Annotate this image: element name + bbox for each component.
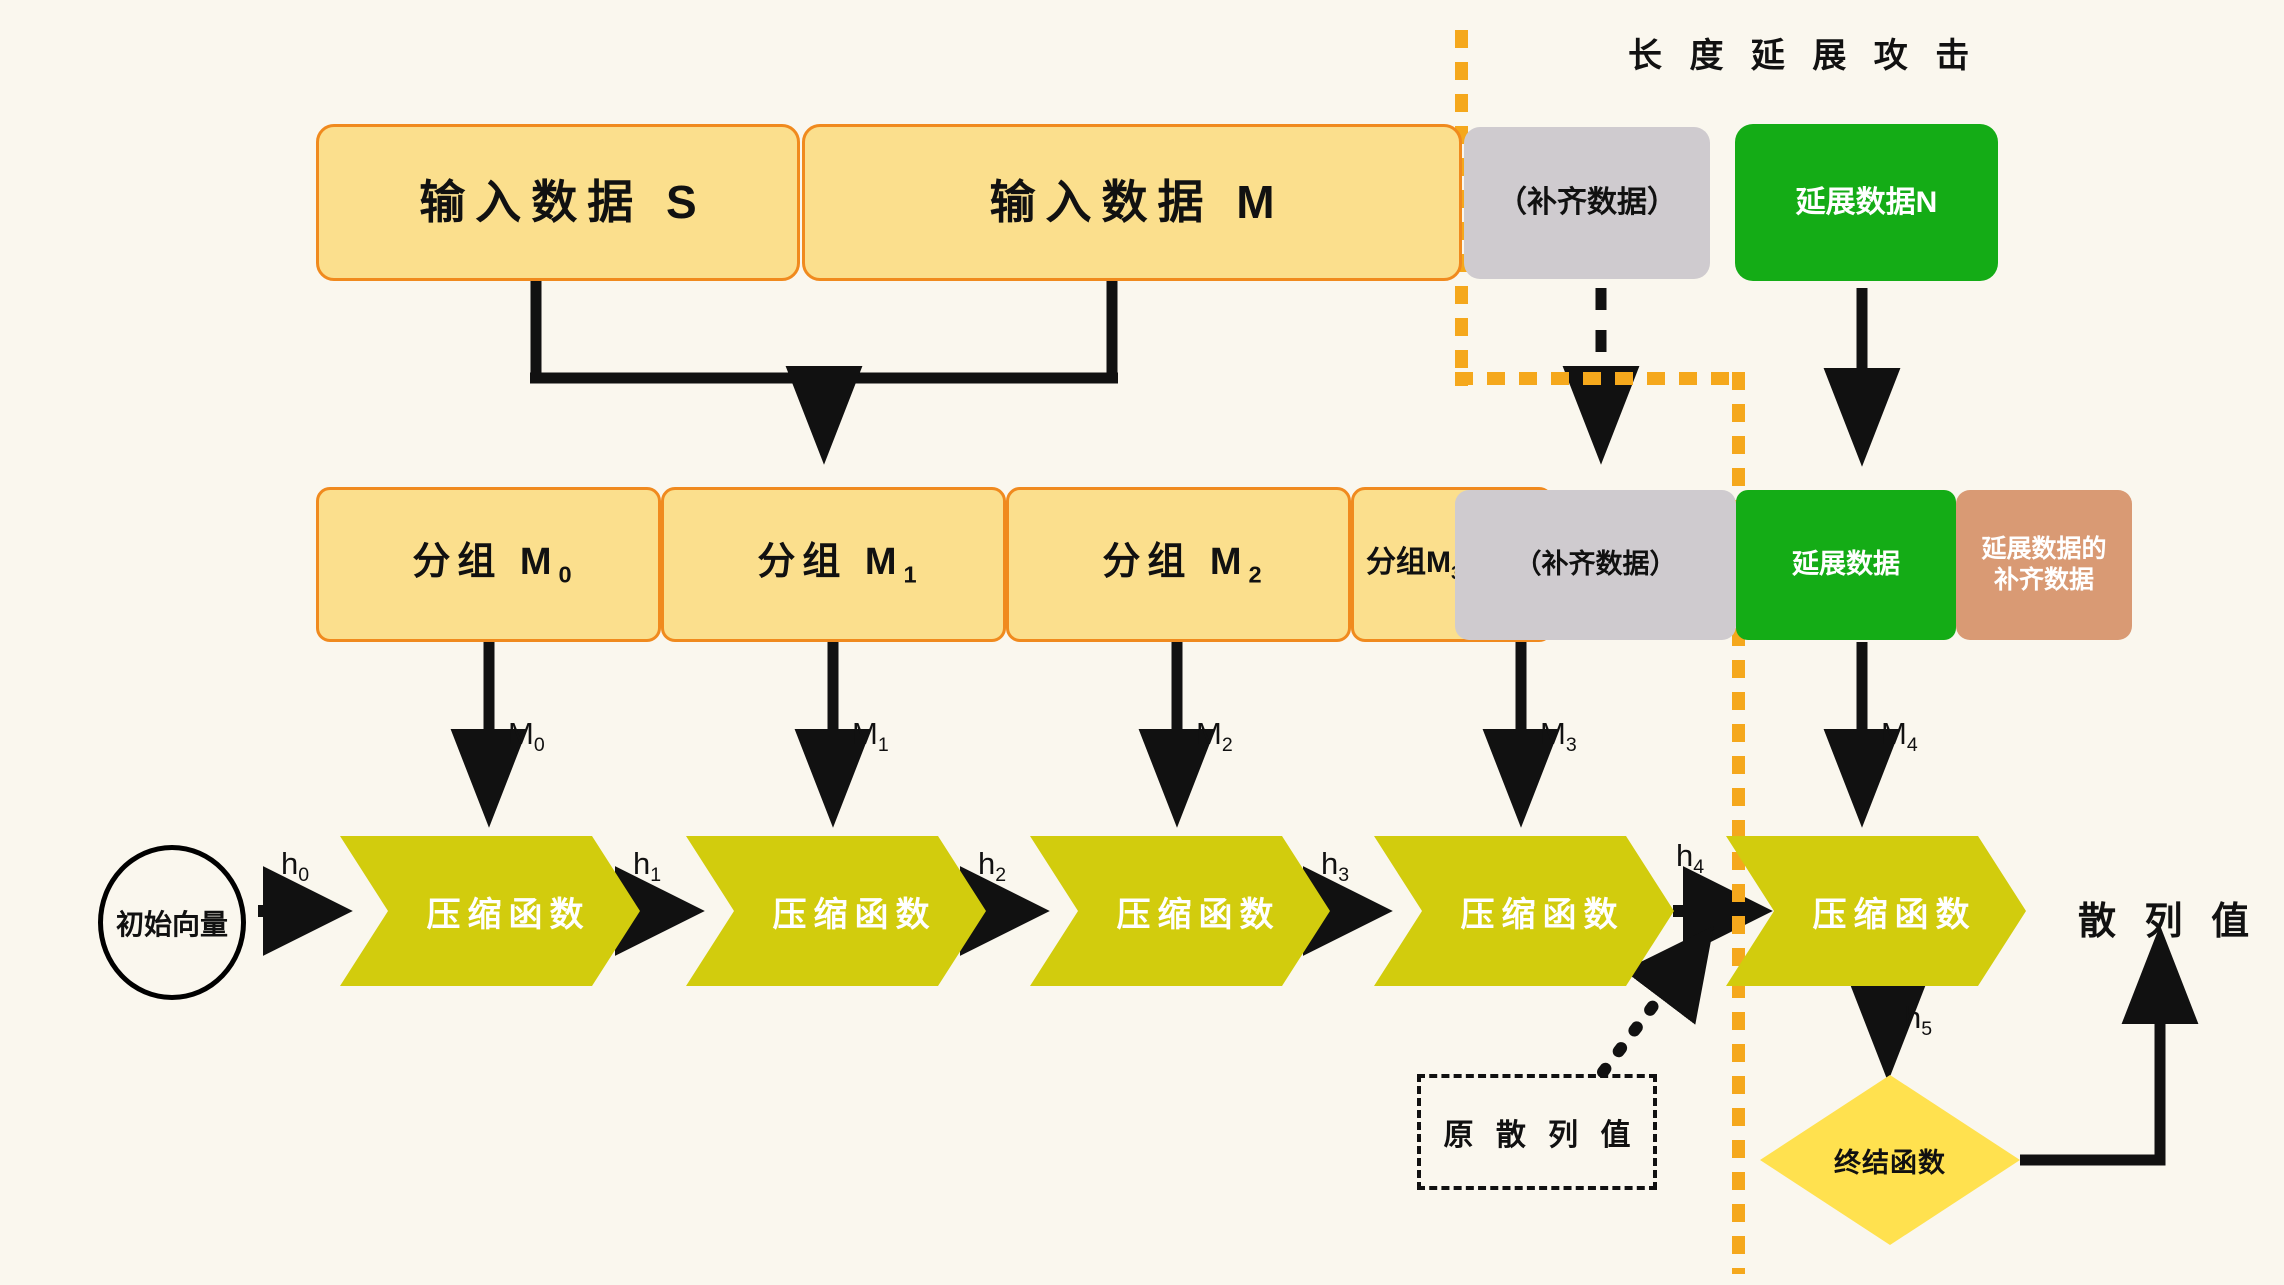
message-label-m3: M3 [1540,716,1577,757]
initial-vector-label: 初始向量 [115,908,228,940]
extension-data-n-box: 延展数据N [1735,124,1998,281]
block-m1-box: 分组 M1 [661,487,1006,642]
compression-function-1: 压缩函数 [340,836,640,986]
block-m0-box: 分组 M0 [316,487,661,642]
diagram-title: 长 度 延 展 攻 击 [1628,37,1979,75]
extension-data-n-label: 延展数据N [1795,185,1938,219]
compression-function-3: 压缩函数 [1030,836,1330,986]
input-data-s-label: 输入数据 S [419,175,707,228]
original-hash-value-box: 原 散 列 值 [1417,1074,1657,1190]
chain-label-h0: h0 [281,846,310,887]
compression-function-label-1: 压缩函数 [426,895,591,934]
result-arrow [2020,925,2199,1166]
message-label-m1: M1 [852,716,889,757]
row2-extension-padding-line1: 延展数据的 [1981,534,2107,563]
chain-label-h3: h3 [1321,846,1350,887]
chain-label-h4: h4 [1676,838,1705,879]
block-m1-label: 分组 M1 [757,540,917,588]
block-m0-label: 分组 M0 [412,540,572,588]
message-label-m2: M2 [1196,716,1233,757]
block-m2-box: 分组 M2 [1006,487,1351,642]
finalize-function-shape: 终结函数 [1760,1075,2020,1245]
compression-function-5: 压缩函数 [1726,836,2026,986]
row2-extension-label: 延展数据 [1792,549,1900,580]
chain-label-h5: h5 [1904,1000,1933,1041]
chain-label-h2: h2 [978,846,1007,887]
merge-connector [530,280,1118,465]
compression-function-label-5: 压缩函数 [1812,895,1977,934]
top-padding-label: （补齐数据） [1497,186,1677,220]
compression-function-2: 压缩函数 [686,836,986,986]
initial-vector-circle: 初始向量 [98,845,246,1000]
input-data-m-label: 输入数据 M [989,175,1285,228]
row2-extension-padding-box: 延展数据的 补齐数据 [1956,490,2132,640]
compression-function-label-4: 压缩函数 [1460,895,1625,934]
hash-value-label: 散 列 值 [2078,901,2259,943]
original-hash-value-label: 原 散 列 值 [1443,1119,1638,1152]
row2-padding-box: （补齐数据） [1455,490,1736,640]
compression-function-label-3: 压缩函数 [1116,895,1281,934]
row2-extension-padding-line2: 补齐数据 [1993,566,2094,594]
compression-function-label-2: 压缩函数 [772,895,937,934]
compression-function-4: 压缩函数 [1374,836,1674,986]
top-padding-box: （补齐数据） [1464,127,1710,279]
input-data-s-box: 输入数据 S [316,124,800,281]
message-drop-arrows [450,642,1901,828]
chain-label-h1: h1 [633,846,662,887]
attack-boundary-horizontal [1455,372,1745,385]
row2-padding-label: （补齐数据） [1514,549,1677,580]
row2-extension-box: 延展数据 [1736,490,1956,640]
block-m2-label: 分组 M2 [1102,540,1262,588]
message-label-m0: M0 [508,716,545,757]
input-data-m-box: 输入数据 M [802,124,1462,281]
block-m3-label: 分组M3 [1366,546,1461,583]
finalize-function-label: 终结函数 [1834,1147,1946,1178]
message-label-m4: M4 [1881,716,1918,757]
